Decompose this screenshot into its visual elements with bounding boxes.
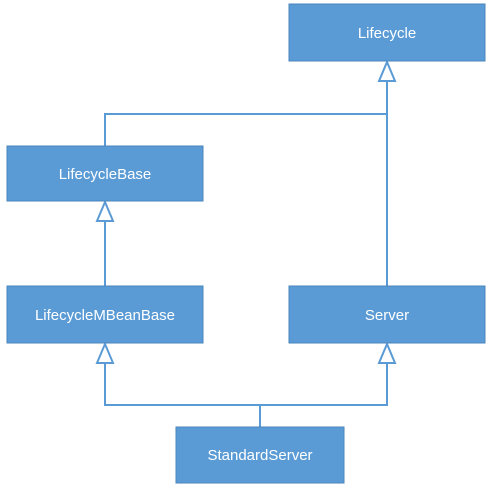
class-box-standardserver: StandardServer <box>175 426 345 484</box>
arrowhead-to-server <box>377 341 397 364</box>
connectors <box>104 80 388 427</box>
arrowhead-to-mbeanbase <box>95 341 115 364</box>
class-box-lifecycle: Lifecycle <box>288 3 486 62</box>
edge-standardserver-to-server <box>260 362 388 406</box>
class-label-standardserver: StandardServer <box>207 447 312 464</box>
arrowhead-to-lifecycle <box>377 59 397 82</box>
class-box-lifecyclebase: LifecycleBase <box>6 145 204 202</box>
class-box-server: Server <box>288 285 486 344</box>
class-label-lifecycle: Lifecycle <box>358 25 416 42</box>
arrowheads <box>95 59 397 364</box>
class-box-lifecyclembeanbase: LifecycleMBeanBase <box>6 285 204 344</box>
class-label-server: Server <box>365 307 409 324</box>
edge-lifecyclebase-to-lifecycle <box>104 113 387 146</box>
arrowhead-to-lifecyclebase <box>95 199 115 222</box>
class-label-lifecyclembeanbase: LifecycleMBeanBase <box>35 307 175 324</box>
class-label-lifecyclebase: LifecycleBase <box>59 166 152 183</box>
edge-standardserver-to-mbeanbase <box>104 362 261 427</box>
